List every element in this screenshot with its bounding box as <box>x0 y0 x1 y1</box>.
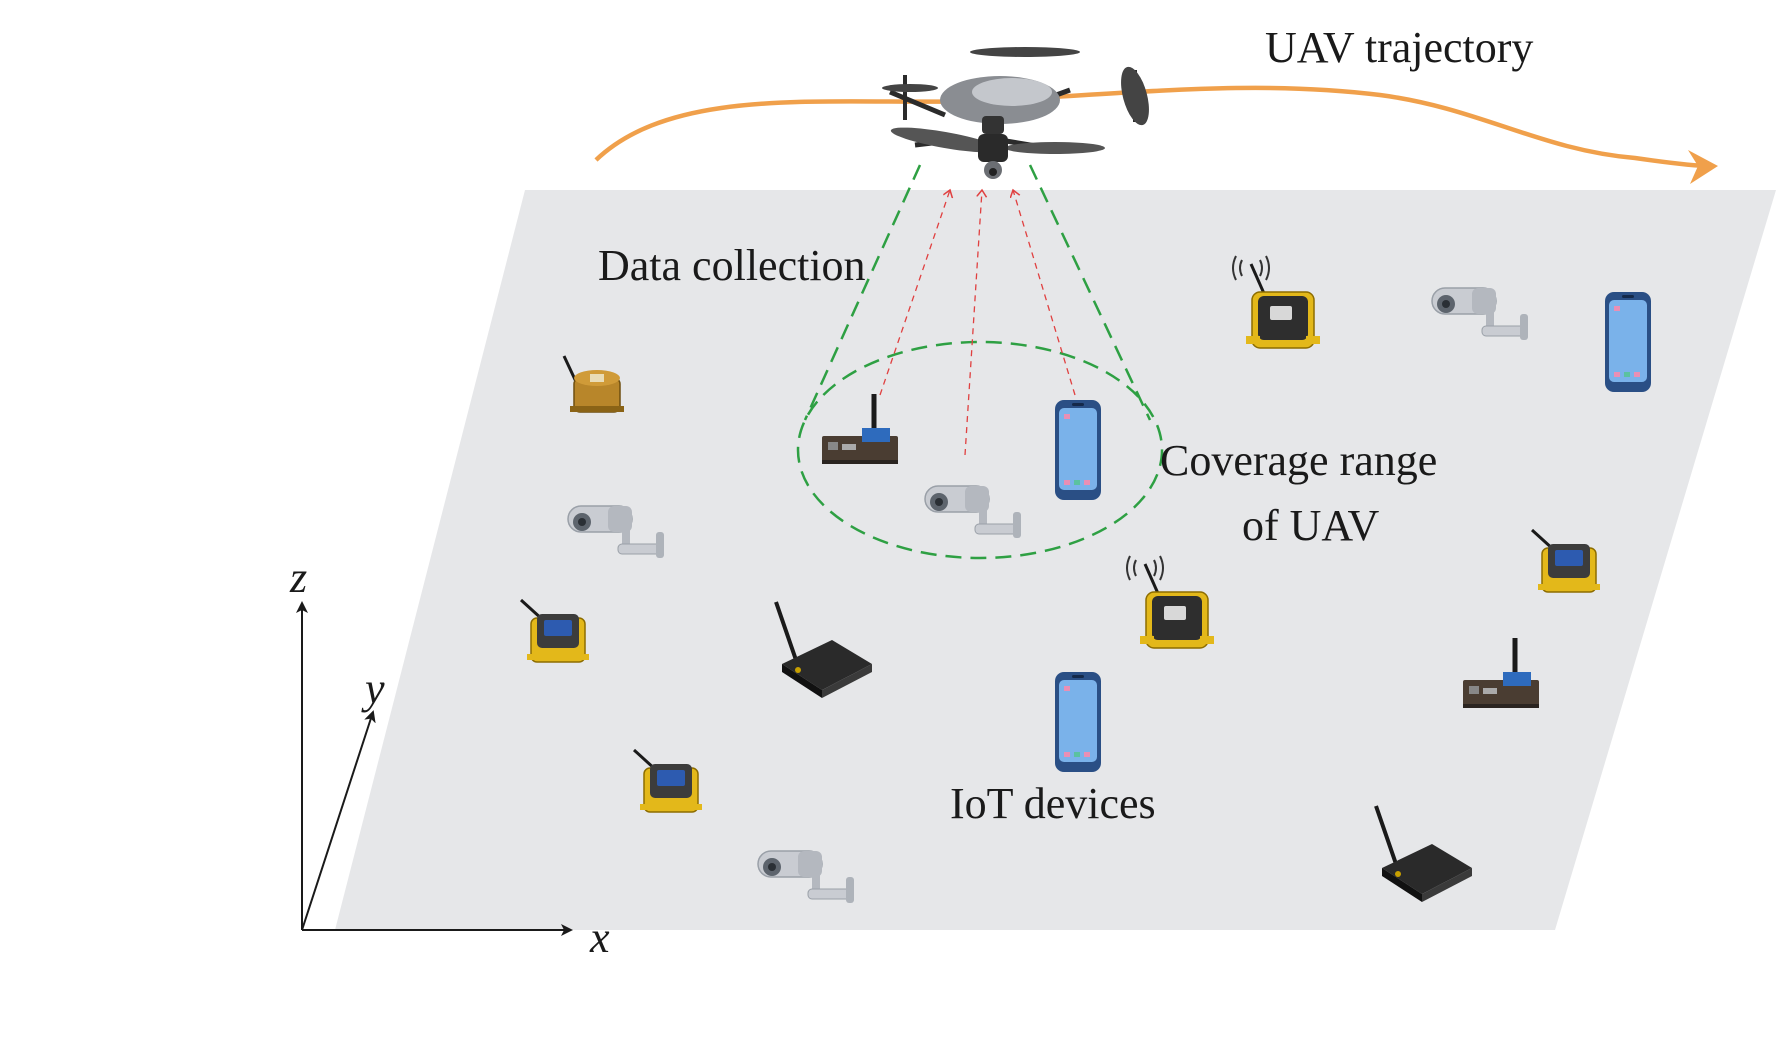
trajectory-label: UAV trajectory <box>1265 23 1533 72</box>
iot-devices-label: IoT devices <box>950 779 1156 828</box>
y-axis <box>301 710 376 931</box>
uplink-arrow-board <box>879 190 950 396</box>
coverage-range-label-line1: Coverage range <box>1160 436 1437 485</box>
uplink-arrow-camera <box>964 190 982 456</box>
smartphone-icon <box>1605 292 1651 392</box>
coverage-cone-right <box>1028 164 1152 421</box>
coverage-range-label-line2: of UAV <box>1242 501 1380 550</box>
smartphone-icon <box>1055 400 1101 500</box>
z-axis-label: z <box>289 553 307 602</box>
x-axis-label: x <box>589 913 610 962</box>
data-collection-label: Data collection <box>598 241 866 290</box>
y-axis-label: y <box>361 664 385 713</box>
coordinate-axes: z y x <box>289 553 610 962</box>
ground-plane <box>335 190 1776 930</box>
coverage-range-ellipse <box>796 340 1164 560</box>
drone-icon <box>882 47 1149 179</box>
smartphone-icon <box>1055 672 1101 772</box>
coverage-cone-left <box>803 164 922 421</box>
uav-trajectory-curve <box>594 85 1711 169</box>
trajectory-arrowhead <box>1688 150 1718 184</box>
uplink-arrow-phone <box>1013 190 1076 396</box>
